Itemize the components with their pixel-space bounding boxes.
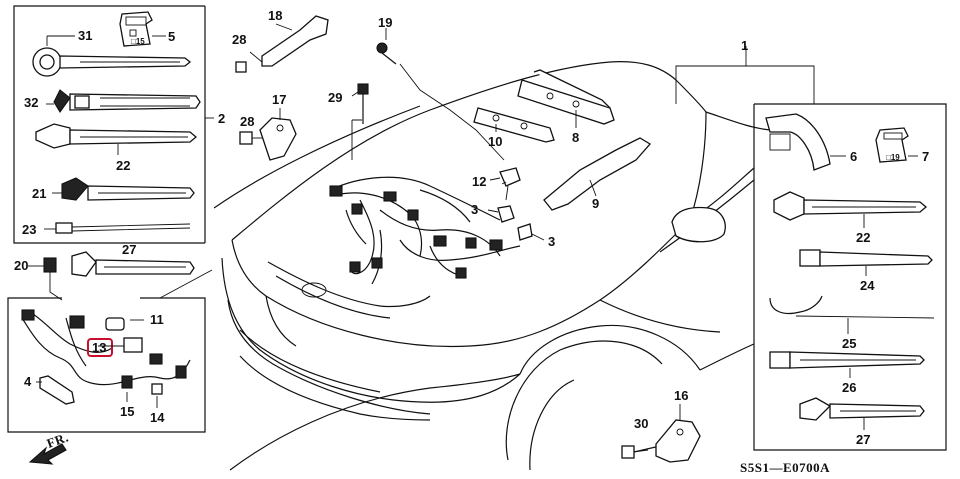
clip-part-6: [765, 113, 846, 171]
label-part-28a: 28: [232, 32, 246, 47]
label-part-17: 17: [272, 92, 286, 107]
label-part-25: 25: [842, 336, 856, 351]
label-part-8: 8: [572, 130, 579, 145]
label-part-9: 9: [592, 196, 599, 211]
bolt-part-30: [621, 445, 661, 459]
front-direction-arrow: [28, 443, 67, 465]
highlight-part-13: [87, 338, 113, 357]
label-part-1: 1: [741, 38, 748, 53]
clip-part-3: [487, 205, 545, 241]
label-part-3b: 3: [548, 234, 555, 249]
label-part-19: 19: [378, 15, 392, 30]
label-part-22a: 22: [116, 158, 130, 173]
label-part-28b: 28: [240, 114, 254, 129]
clip-part-7: □19: [875, 127, 918, 163]
label-part-15: 15: [120, 404, 134, 419]
clip-part-32: [53, 89, 201, 114]
clip-part-23: [44, 222, 191, 234]
part-number-labels: 1 2 3 3 4 5 6 7 8 9 10 11 12 13 14 15 16…: [14, 8, 929, 447]
label-part-11: 11: [150, 312, 164, 327]
bracket-part-9: [543, 137, 652, 211]
front-marker-text: FR.: [45, 429, 71, 451]
label-part-27b: 27: [856, 432, 870, 447]
clip-part-27-right: [799, 397, 925, 430]
diagram-code: S5S1—E0700A: [740, 460, 830, 475]
label-part-12: 12: [472, 174, 486, 189]
label-part-6: 6: [850, 149, 857, 164]
label-part-20: 20: [14, 258, 28, 273]
bolt-part-29: [351, 83, 369, 160]
label-part-16: 16: [674, 388, 688, 403]
label-part-14: 14: [150, 410, 165, 425]
label-part-3a: 3: [471, 202, 478, 217]
engine-wire-harness: [329, 176, 521, 285]
tie-part-26: [769, 351, 925, 378]
sensor-part-20: [43, 257, 63, 301]
leader-lines: [28, 51, 649, 453]
right-parts-box: [675, 46, 947, 451]
bracket-part-8: [517, 69, 615, 128]
left-upper-parts-box: [13, 5, 214, 244]
tie-part-24: [799, 249, 933, 276]
label-part-4: 4: [24, 374, 32, 389]
clip-part-27-left: [71, 251, 195, 277]
label-part-32: 32: [24, 95, 38, 110]
sub-harness-drawing: [21, 309, 191, 408]
label-part-7: 7: [922, 149, 929, 164]
clip-part-22-right: [773, 191, 928, 228]
label-part-5: 5: [168, 29, 175, 44]
left-lower-parts-box: [7, 269, 213, 433]
label-part-18: 18: [268, 8, 282, 23]
bolt-part-19: [376, 28, 505, 161]
label-part-24: 24: [860, 278, 875, 293]
bracket-part-16: [655, 404, 701, 463]
clip-5-label: □15: [131, 37, 145, 46]
label-part-13: 13: [92, 340, 106, 355]
clip-7-label: □19: [886, 153, 900, 162]
clip-part-5: □15: [119, 11, 166, 47]
clip-part-25: [769, 295, 935, 334]
label-part-26: 26: [842, 380, 856, 395]
bracket-part-17: [259, 108, 297, 161]
tie-part-31: [32, 35, 192, 77]
label-part-2: 2: [218, 111, 225, 126]
clip-part-22-left: [35, 123, 198, 155]
bracket-part-10: [473, 107, 555, 143]
label-part-21: 21: [32, 186, 46, 201]
label-part-29: 29: [328, 90, 342, 105]
label-part-10: 10: [488, 134, 502, 149]
label-part-27a: 27: [122, 242, 136, 257]
label-part-22b: 22: [856, 230, 870, 245]
bolt-part-28b: [239, 131, 262, 145]
clip-part-21: [52, 177, 195, 201]
label-part-31: 31: [78, 28, 92, 43]
label-part-30: 30: [634, 416, 648, 431]
bracket-part-18: [235, 15, 329, 73]
clip-part-12: [489, 167, 521, 201]
label-part-23: 23: [22, 222, 36, 237]
